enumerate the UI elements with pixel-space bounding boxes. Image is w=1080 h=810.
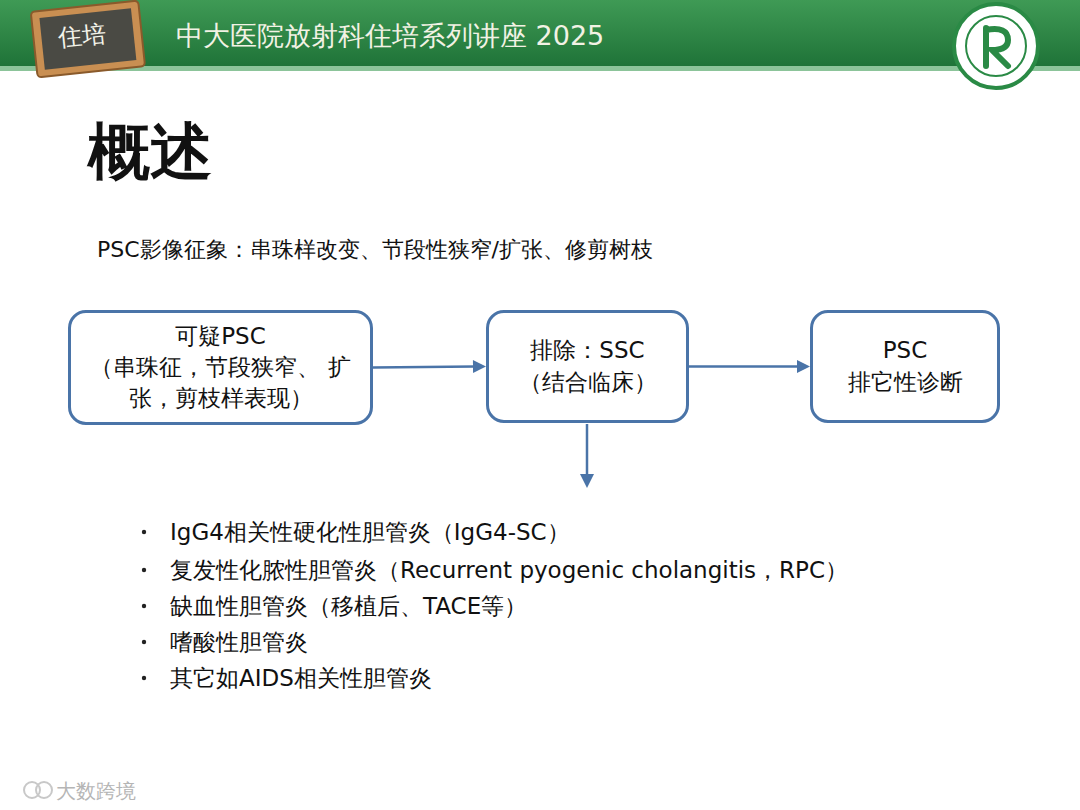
box-text: PSC <box>883 335 928 366</box>
slide-title: 概述 <box>88 110 212 194</box>
list-item: IgG4相关性硬化性胆管炎（IgG4-SC） <box>170 517 570 548</box>
list-item: 复发性化脓性胆管炎（Recurrent pyogenic cholangitis… <box>170 555 848 586</box>
box-text: 可疑PSC <box>175 321 266 352</box>
box-text: 排除：SSC <box>530 335 644 366</box>
header-stripe <box>0 66 1080 71</box>
list-bullets <box>142 530 146 680</box>
watermark: 大数跨境 <box>56 778 136 805</box>
process-box: 可疑PSC（串珠征，节段狭窄、 扩张，剪枝样表现） <box>68 310 373 425</box>
chalkboard-text: 住培 <box>56 18 107 55</box>
list-item: 其它如AIDS相关性胆管炎 <box>170 663 432 694</box>
subtitle-note: PSC影像征象：串珠样改变、节段性狭窄/扩张、修剪树枝 <box>97 235 653 265</box>
box-text: （结合临床） <box>519 367 657 398</box>
header-title: 中大医院放射科住培系列讲座 2025 <box>176 18 604 54</box>
flow-arrow <box>373 360 486 373</box>
box-text: （串珠征，节段狭窄、 扩张，剪枝样表现） <box>83 352 358 414</box>
hospital-emblem <box>954 4 1038 88</box>
list-item: 缺血性胆管炎（移植后、TACE等） <box>170 591 527 622</box>
process-box: 排除：SSC（结合临床） <box>486 310 689 423</box>
box-text: 排它性诊断 <box>848 367 963 398</box>
flow-arrow <box>689 360 810 373</box>
chalkboard-logo <box>31 1 145 78</box>
process-box: PSC排它性诊断 <box>810 310 1000 423</box>
down-arrow <box>580 424 594 488</box>
header-bar <box>0 0 1080 66</box>
watermark-icon <box>24 782 52 798</box>
list-item: 嗜酸性胆管炎 <box>170 627 308 658</box>
